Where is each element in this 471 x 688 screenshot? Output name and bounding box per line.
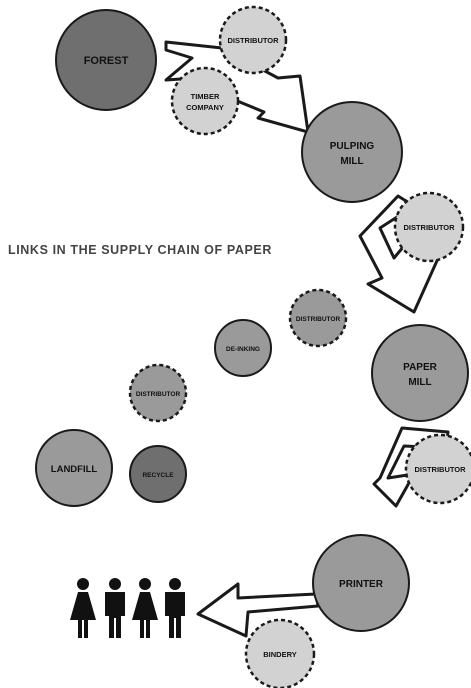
node-pulping-mill: PULPING MILL — [301, 101, 403, 203]
arrow-printer-to-consumers — [196, 582, 320, 638]
node-distributor-1: DISTRIBUTOR — [218, 5, 288, 75]
node-distributor-1-label: DISTRIBUTOR — [227, 36, 279, 45]
diagram-title: LINKS IN THE SUPPLY CHAIN OF PAPER — [8, 243, 272, 257]
node-distributor-4: DISTRIBUTOR — [288, 288, 348, 348]
node-timber-company-label-2: COMPANY — [186, 103, 224, 112]
node-pulping-mill-label-2: MILL — [340, 156, 363, 167]
node-distributor-2: DISTRIBUTOR — [393, 191, 465, 263]
man-icon — [165, 578, 185, 638]
node-distributor-2-label: DISTRIBUTOR — [403, 223, 455, 232]
arrow-forest-to-pulping-mill — [164, 40, 310, 134]
node-recycle: RECYCLE — [129, 445, 187, 503]
node-bindery: BINDERY — [244, 618, 316, 688]
man-icon — [105, 578, 125, 638]
node-distributor-4-label: DISTRIBUTOR — [296, 316, 341, 323]
node-landfill-label: LANDFILL — [51, 464, 98, 475]
node-landfill: LANDFILL — [35, 429, 113, 507]
consumers-group — [70, 578, 185, 638]
node-distributor-5-label: DISTRIBUTOR — [136, 391, 181, 398]
node-printer-label: PRINTER — [339, 579, 384, 590]
woman-icon — [70, 578, 96, 638]
node-forest: FOREST — [55, 9, 157, 111]
node-paper-mill: PAPER MILL — [371, 324, 469, 422]
node-forest-label: FOREST — [84, 55, 129, 67]
node-paper-mill-label-2: MILL — [408, 377, 431, 388]
node-timber-company: TIMBER COMPANY — [170, 66, 240, 136]
node-distributor-3: DISTRIBUTOR — [404, 433, 471, 505]
node-pulping-mill-label-1: PULPING — [330, 141, 375, 152]
node-de-inking: DE-INKING — [214, 319, 272, 377]
node-paper-mill-label-1: PAPER — [403, 362, 437, 373]
node-timber-company-label-1: TIMBER — [191, 92, 220, 101]
node-distributor-3-label: DISTRIBUTOR — [414, 465, 466, 474]
node-bindery-label: BINDERY — [263, 650, 296, 659]
woman-icon — [132, 578, 158, 638]
node-distributor-5: DISTRIBUTOR — [128, 363, 188, 423]
node-de-inking-label: DE-INKING — [226, 346, 260, 353]
node-recycle-label: RECYCLE — [142, 472, 174, 479]
node-printer: PRINTER — [312, 534, 410, 632]
